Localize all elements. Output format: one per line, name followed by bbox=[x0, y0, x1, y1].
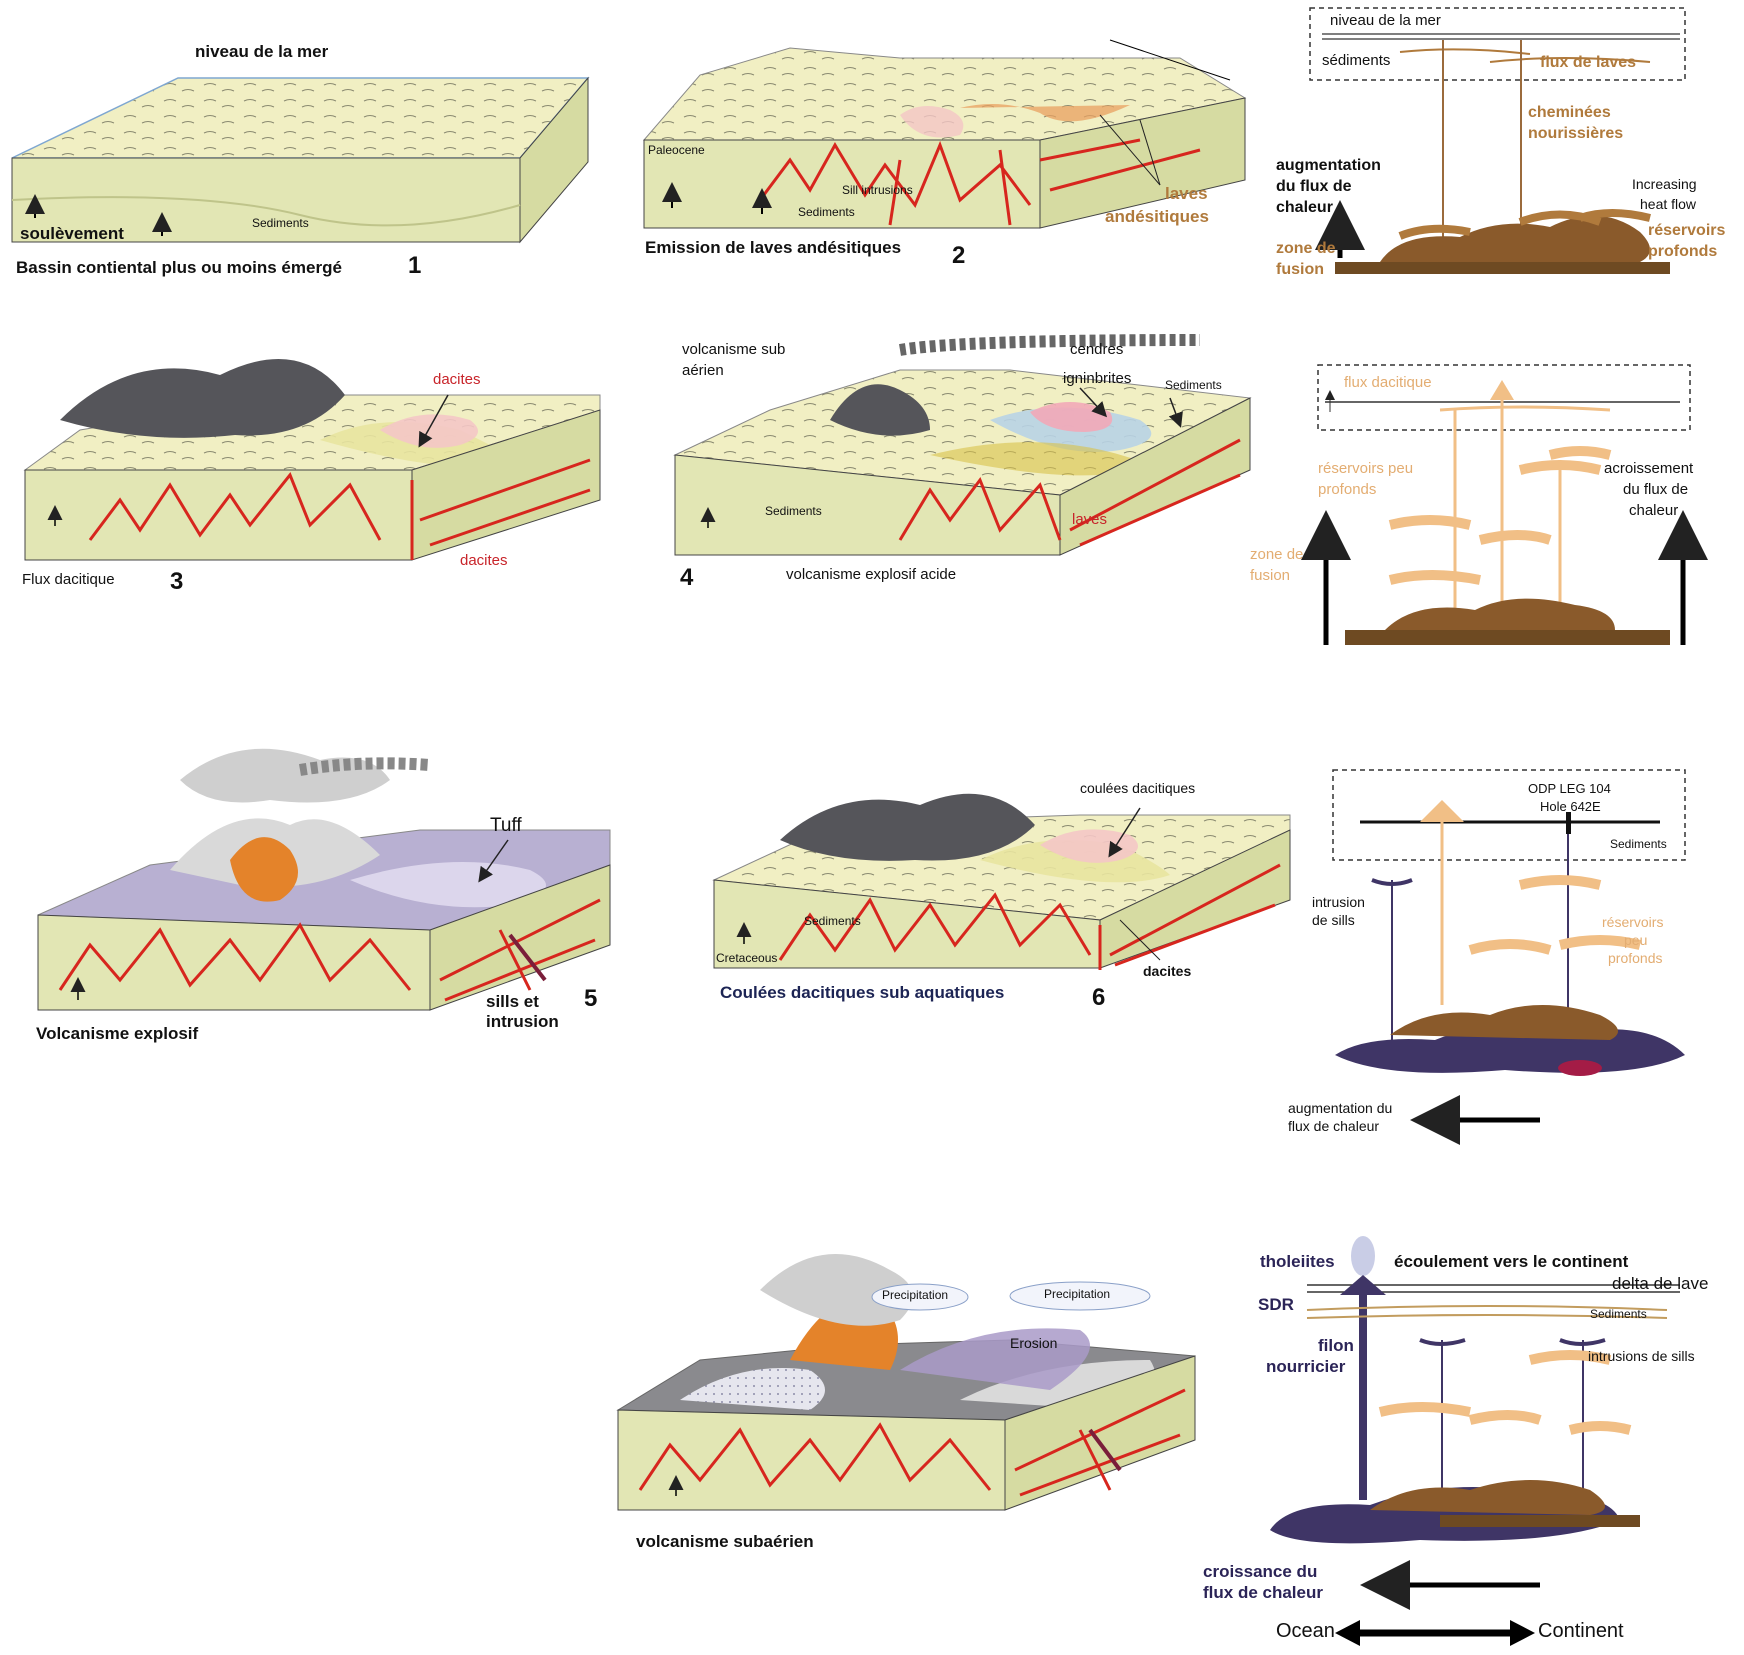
p7-precip-2: Precipitation bbox=[1044, 1287, 1111, 1301]
p6-sediments: Sediments bbox=[804, 914, 861, 928]
s2-acc-3: chaleur bbox=[1629, 502, 1679, 519]
s1-fusion-1: zone de bbox=[1276, 240, 1336, 257]
s4-feeder-2: nourricier bbox=[1266, 1357, 1346, 1376]
schematic-3 bbox=[1332, 769, 1686, 1145]
s2-flux: flux dacitique bbox=[1344, 374, 1432, 391]
p1-uplift: soulèvement bbox=[20, 224, 124, 243]
p2-sill: Sill intrusions bbox=[842, 183, 913, 197]
s3-sills-1: intrusion bbox=[1312, 894, 1365, 910]
s1-heat-1: augmentation bbox=[1276, 157, 1381, 174]
s2-fusion-1: zone de bbox=[1250, 546, 1304, 563]
s3-shallow-1: réservoirs bbox=[1602, 914, 1664, 930]
p4-sediments-top: Sediments bbox=[1165, 378, 1222, 392]
p6-coulees: coulées dacitiques bbox=[1080, 780, 1196, 796]
s1-heat-2: du flux de bbox=[1276, 178, 1352, 195]
s1-fusion-2: fusion bbox=[1276, 261, 1324, 278]
s3-shallow-2: peu bbox=[1624, 932, 1648, 948]
p7-erosion: Erosion bbox=[1010, 1335, 1058, 1351]
s4-growth-2: flux de chaleur bbox=[1203, 1583, 1323, 1602]
p7-caption: volcanisme subaérien bbox=[636, 1532, 814, 1551]
block-diagram-1 bbox=[11, 76, 590, 244]
s3-sills-2: de sills bbox=[1312, 912, 1355, 928]
s1-heat-3: chaleur bbox=[1276, 199, 1333, 216]
s4-continent: Continent bbox=[1538, 1620, 1624, 1642]
p6-dacites: dacites bbox=[1143, 963, 1192, 979]
p5-caption: Volcanisme explosif bbox=[36, 1024, 199, 1043]
p2-laves-2: andésitiques bbox=[1105, 207, 1209, 226]
s3-heat-2: flux de chaleur bbox=[1288, 1118, 1380, 1134]
p2-caption: Emission de laves andésitiques bbox=[645, 238, 902, 257]
p4-ignimbrites: igninbrites bbox=[1063, 370, 1132, 387]
s4-sdr: SDR bbox=[1258, 1295, 1294, 1314]
s3-odp-2: Hole 642E bbox=[1540, 799, 1601, 814]
block-diagram-4 bbox=[673, 334, 1252, 556]
p2-paleocene: Paleocene bbox=[648, 143, 705, 157]
s4-ocean: Ocean bbox=[1276, 1620, 1335, 1642]
block-diagram-2 bbox=[642, 47, 1247, 229]
p7-precip-1: Precipitation bbox=[882, 1288, 949, 1302]
p5-tuff: Tuff bbox=[490, 815, 522, 836]
block-diagram-5 bbox=[37, 748, 611, 1011]
s3-heat-1: augmentation du bbox=[1288, 1100, 1393, 1116]
p4-laves: laves bbox=[1072, 511, 1108, 528]
schematic-1 bbox=[1109, 7, 1686, 274]
p3-number: 3 bbox=[170, 568, 184, 595]
s4-feeder-1: filon bbox=[1318, 1336, 1354, 1355]
p2-number: 2 bbox=[952, 242, 966, 269]
s1-deep-2: profonds bbox=[1648, 243, 1718, 260]
s3-sediments: Sediments bbox=[1610, 837, 1667, 851]
block-diagram-7 bbox=[616, 1254, 1196, 1511]
p1-number: 1 bbox=[408, 252, 422, 279]
s1-sea-level: niveau de la mer bbox=[1330, 12, 1441, 29]
p4-sediments: Sediments bbox=[765, 504, 822, 518]
p3-dacites-top: dacites bbox=[433, 371, 481, 388]
schematic-4 bbox=[1270, 1236, 1680, 1646]
s2-fusion-2: fusion bbox=[1250, 567, 1291, 584]
s4-sills: intrusions de sills bbox=[1588, 1348, 1695, 1364]
block-diagram-3 bbox=[23, 359, 601, 561]
p6-caption: Coulées dacitiques sub aquatiques bbox=[720, 983, 1005, 1002]
s2-acc-1: acroissement bbox=[1604, 460, 1694, 477]
schematic-2 bbox=[1301, 364, 1708, 645]
s1-sediments: sédiments bbox=[1322, 52, 1391, 69]
p5-number: 5 bbox=[584, 985, 598, 1012]
p4-caption: volcanisme explosif acide bbox=[786, 566, 957, 583]
s1-chimneys-1: cheminées bbox=[1528, 104, 1611, 121]
p5-sills-2: intrusion bbox=[486, 1012, 559, 1031]
p1-sediments: Sediments bbox=[252, 216, 309, 230]
p4-sub-2: aérien bbox=[682, 362, 724, 379]
s3-shallow-3: profonds bbox=[1608, 950, 1663, 966]
s4-delta: delta de lave bbox=[1612, 1274, 1709, 1293]
p6-number: 6 bbox=[1092, 984, 1106, 1011]
s1-deep-1: réservoirs bbox=[1648, 222, 1726, 239]
block-diagram-6 bbox=[712, 793, 1291, 970]
p2-sediments: Sediments bbox=[798, 205, 855, 219]
p4-cendres: cendres bbox=[1070, 341, 1124, 358]
s3-odp-1: ODP LEG 104 bbox=[1528, 781, 1611, 796]
s1-increasing-1: Increasing bbox=[1632, 176, 1697, 192]
p4-number: 4 bbox=[680, 564, 694, 591]
p3-dacites-bottom: dacites bbox=[460, 552, 508, 569]
p5-sills-1: sills et bbox=[486, 992, 539, 1011]
p1-caption: Bassin contiental plus ou moins émergé bbox=[16, 258, 342, 277]
s4-tholeiites: tholeiites bbox=[1260, 1252, 1335, 1271]
p6-cretaceous: Cretaceous bbox=[716, 951, 778, 965]
s4-flow: écoulement vers le continent bbox=[1394, 1252, 1629, 1271]
s1-lava-flux: flux de laves bbox=[1540, 54, 1637, 71]
p4-sub-1: volcanisme sub bbox=[682, 341, 786, 358]
s4-growth-1: croissance du bbox=[1203, 1562, 1318, 1581]
s1-increasing-2: heat flow bbox=[1640, 196, 1697, 212]
s2-shallow-1: réservoirs peu bbox=[1318, 460, 1414, 477]
s2-shallow-2: profonds bbox=[1318, 481, 1377, 498]
p1-sea-level: niveau de la mer bbox=[195, 42, 329, 61]
s1-chimneys-2: nourissières bbox=[1528, 125, 1624, 142]
p2-laves-1: laves bbox=[1165, 184, 1208, 203]
p3-caption: Flux dacitique bbox=[22, 571, 115, 588]
s2-acc-2: du flux de bbox=[1623, 481, 1689, 498]
s4-sediments: Sediments bbox=[1590, 1307, 1647, 1321]
